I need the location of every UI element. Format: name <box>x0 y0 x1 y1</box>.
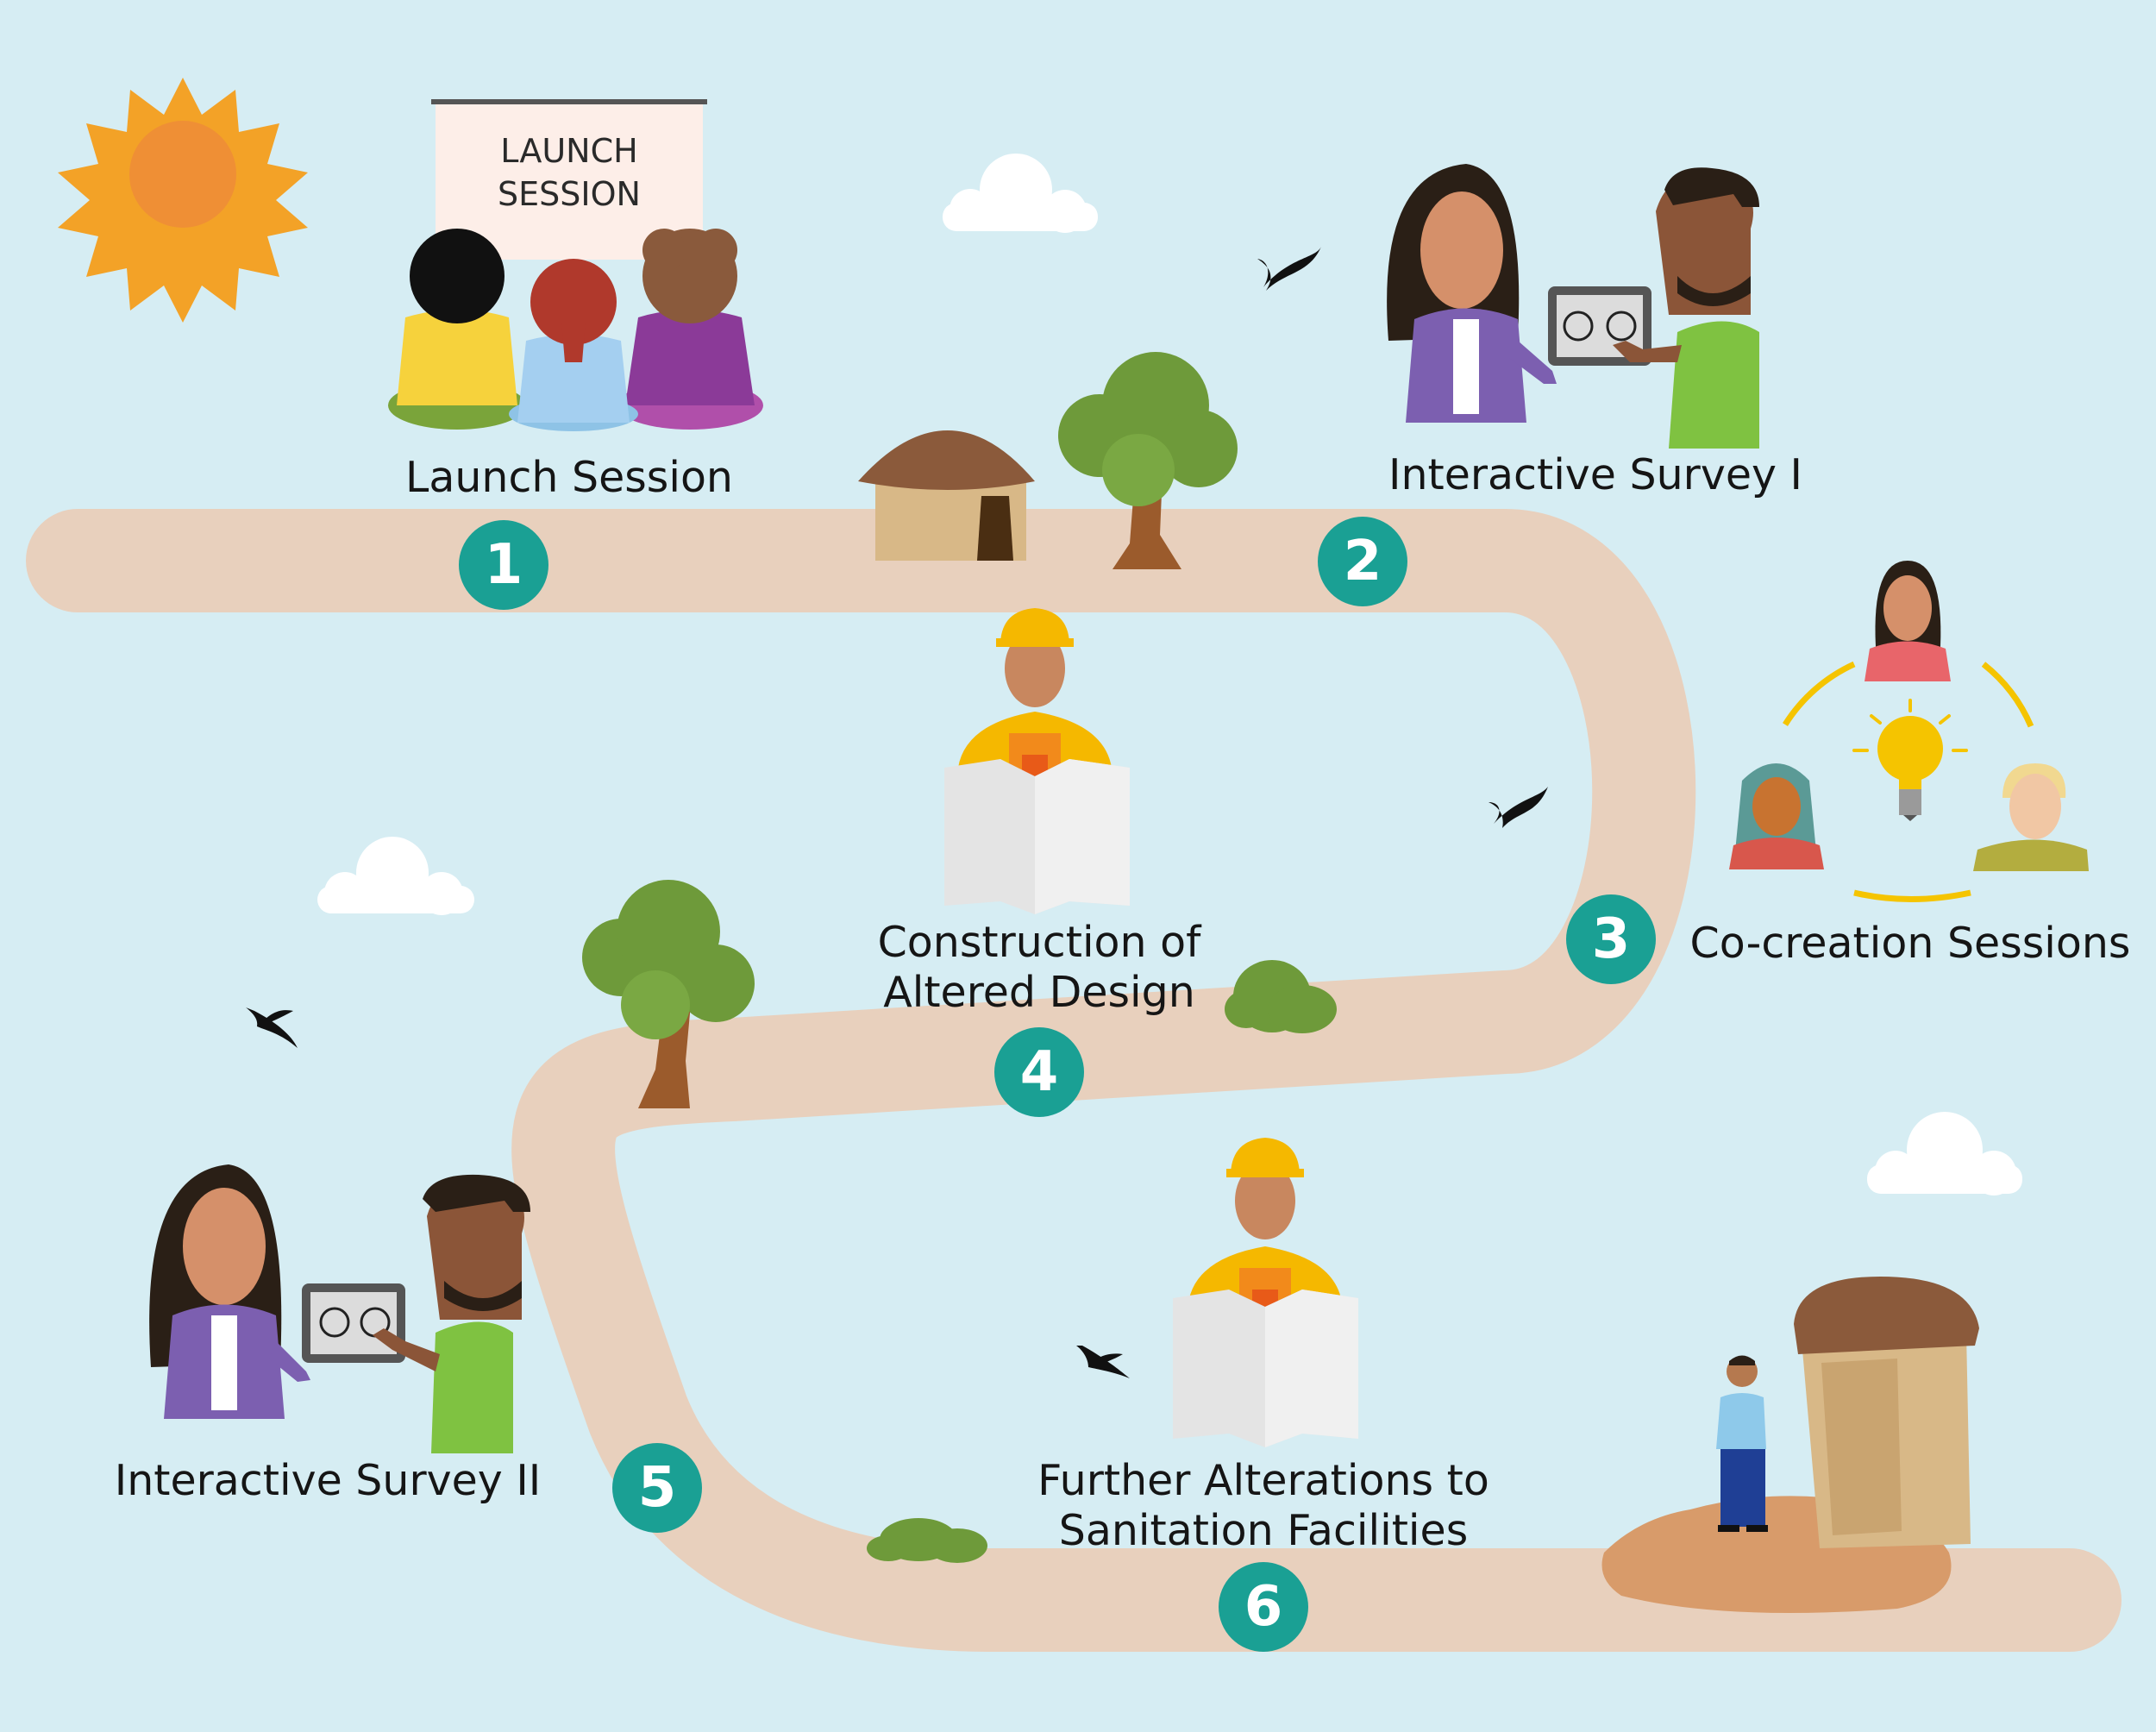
latrine-icon <box>1794 1277 1979 1548</box>
step-3-label: Co-creation Sessions <box>1689 919 2131 968</box>
survey-people-2 <box>149 1164 530 1453</box>
woman-avatar-icon <box>1865 561 1951 681</box>
cloud-icon <box>1867 1112 2022 1195</box>
hijab-woman-avatar-icon <box>1729 763 1824 869</box>
man-avatar-icon <box>1973 763 2089 871</box>
step-6-label: Further Alterations to Sanitation Facili… <box>992 1456 1535 1556</box>
step-1-label: Launch Session <box>405 453 733 502</box>
step-4-label-line-1: Construction of <box>877 918 1201 967</box>
construction-worker-1 <box>944 608 1130 914</box>
bird-icon <box>1257 247 1321 291</box>
construction-worker-2 <box>1173 1138 1358 1447</box>
step-6-badge: 6 <box>1219 1562 1308 1652</box>
step-1-badge: 1 <box>459 520 548 610</box>
lightbulb-icon <box>1852 699 1968 821</box>
bird-icon <box>1076 1346 1130 1378</box>
step-6-label-line-1: Further Alterations to <box>1037 1456 1489 1505</box>
cloud-icon <box>943 154 1098 233</box>
step-2-badge: 2 <box>1318 517 1407 606</box>
step-4-label-line-2: Altered Design <box>883 968 1195 1017</box>
step-6-label-line-2: Sanitation Facilities <box>1058 1506 1469 1555</box>
cloud-icon <box>317 837 474 915</box>
hut-icon <box>858 430 1035 561</box>
journey-path <box>26 509 2122 1652</box>
audience-group <box>388 229 763 431</box>
step-2-label: Interactive Survey I <box>1388 450 1802 499</box>
step-3-badge: 3 <box>1566 894 1656 984</box>
bush-icon <box>867 1518 987 1563</box>
person-icon <box>1716 1355 1768 1532</box>
board-text: LAUNCH SESSION <box>436 129 703 216</box>
bush-icon <box>1225 960 1337 1033</box>
step-4-label: Construction of Altered Design <box>828 918 1250 1018</box>
step-5-label: Interactive Survey II <box>114 1456 542 1505</box>
sanitation-facility <box>1601 1277 1979 1613</box>
bird-icon <box>1489 787 1548 828</box>
sun-icon <box>58 78 308 323</box>
step-5-badge: 5 <box>612 1443 702 1533</box>
bird-icon <box>246 1007 298 1048</box>
board-line-1: LAUNCH <box>500 132 638 170</box>
tree-icon <box>582 880 755 1108</box>
step-4-badge: 4 <box>994 1027 1084 1117</box>
survey-people-1 <box>1387 164 1759 449</box>
co-creation-group <box>1729 561 2089 902</box>
tree-icon <box>1058 352 1238 569</box>
board-line-2: SESSION <box>498 175 641 213</box>
